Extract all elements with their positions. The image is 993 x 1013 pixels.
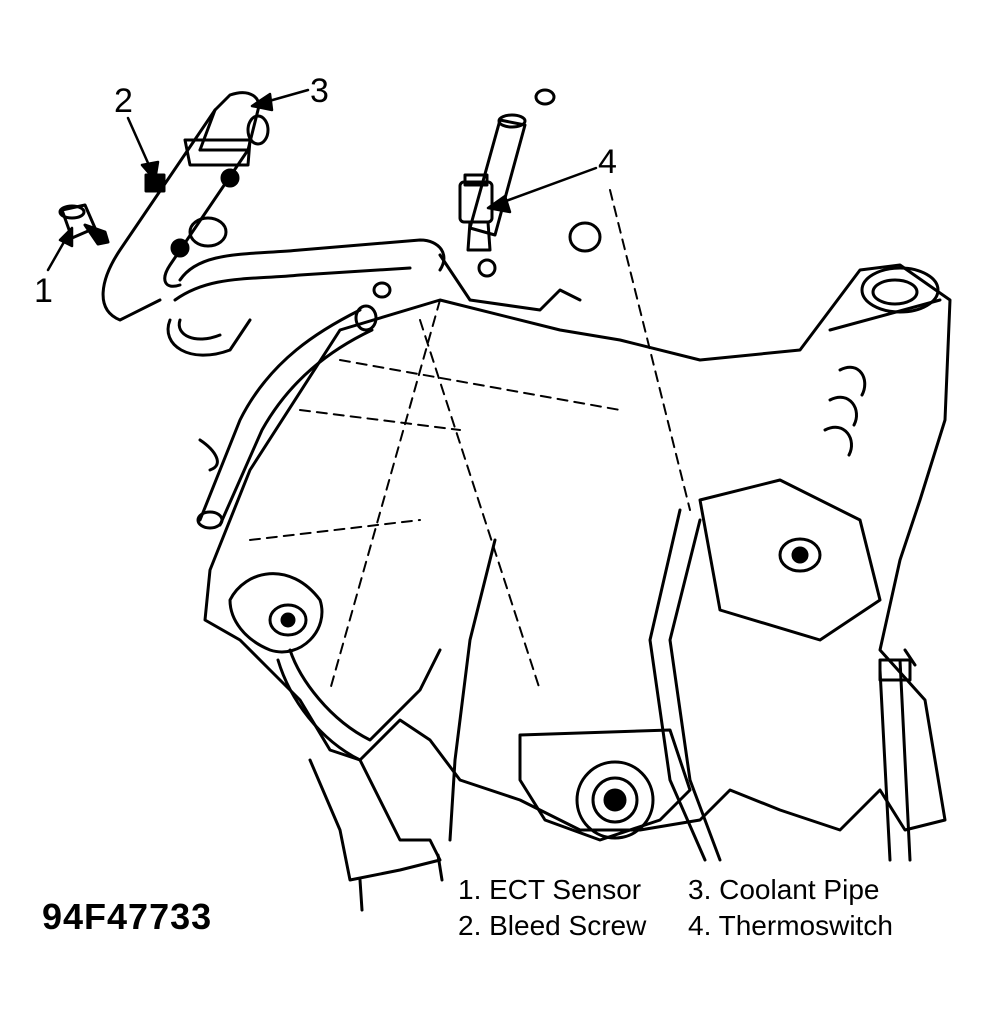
heater-hose <box>196 304 378 530</box>
engine-block <box>203 263 952 832</box>
water-pump <box>518 728 692 842</box>
callout-leaders <box>46 88 598 272</box>
legend-item-ect-sensor: 1. ECT Sensor <box>458 874 642 905</box>
callout-2: 2 <box>114 82 133 120</box>
figure-id: 94F47733 <box>42 896 213 937</box>
callout-4: 4 <box>598 143 617 181</box>
thermoswitch <box>438 88 582 312</box>
lower-bracket <box>308 758 444 912</box>
legend-item-coolant-pipe: 3. Coolant Pipe <box>688 874 880 905</box>
right-bracket <box>878 648 917 862</box>
o-ring <box>568 221 602 253</box>
bleed-screw <box>144 168 240 258</box>
callout-1: 1 <box>34 272 53 310</box>
o-ring <box>372 281 392 299</box>
coolant-pipe <box>101 91 446 357</box>
reference-lines <box>249 189 691 691</box>
legend: 1. ECT Sensor 3. Coolant Pipe 2. Bleed Sc… <box>458 872 893 944</box>
callout-3: 3 <box>310 72 329 110</box>
legend-row: 1. ECT Sensor 3. Coolant Pipe <box>458 872 893 908</box>
legend-item-bleed-screw: 2. Bleed Screw <box>458 910 647 941</box>
lower-hose <box>276 648 442 762</box>
legend-row: 2. Bleed Screw 4. Thermoswitch <box>458 908 893 944</box>
dipstick-tubes <box>448 508 722 862</box>
ect-sensor <box>58 203 110 246</box>
o-ring <box>188 216 228 248</box>
legend-item-thermoswitch: 4. Thermoswitch <box>688 910 893 941</box>
